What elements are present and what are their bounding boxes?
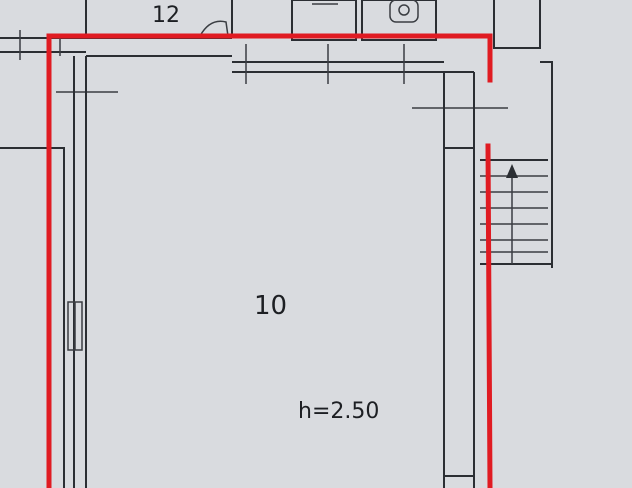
red-boundary-marker	[46, 33, 493, 488]
room-10-walls	[67, 56, 475, 488]
room-12-number: 12	[152, 3, 180, 28]
marker-top-left	[46, 33, 493, 488]
bath-room	[361, 0, 437, 41]
left-room	[0, 147, 65, 488]
right-outer-wall	[540, 61, 553, 268]
right-upper-room	[493, 0, 541, 49]
stair-arrow-icon	[506, 164, 518, 178]
corridor-walls	[0, 30, 508, 109]
wc-room	[291, 0, 357, 41]
top-rooms	[85, 0, 553, 268]
door-swing	[199, 20, 229, 37]
left-room-walls	[0, 147, 65, 488]
room-10-number: 10	[254, 291, 287, 321]
ceiling-height-label: h=2.50	[298, 399, 379, 424]
staircase	[480, 159, 552, 265]
sink-fixture	[389, 0, 419, 23]
marker-right	[485, 143, 493, 488]
sink-drain-icon	[398, 4, 410, 16]
